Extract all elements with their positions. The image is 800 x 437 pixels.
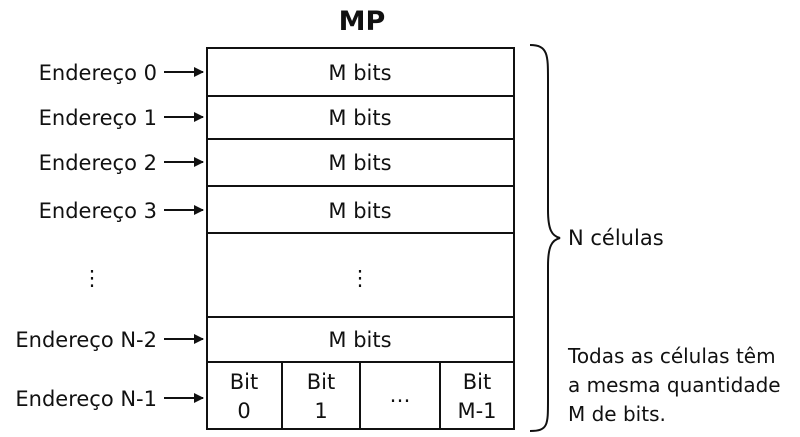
cell-label-3: M bits: [328, 199, 391, 223]
address-label-n-1: Endereço N-1: [15, 387, 157, 411]
address-label-2: Endereço 2: [39, 151, 157, 175]
bit-1-line2: 1: [314, 399, 327, 423]
address-label-0: Endereço 0: [39, 61, 157, 85]
address-label-3: Endereço 3: [39, 199, 157, 223]
note-line-1: Todas as células têm: [567, 344, 776, 368]
cell-label-0: M bits: [328, 61, 391, 85]
brace-label: N células: [568, 226, 664, 250]
bit-m-1-line2: M-1: [457, 399, 496, 423]
bit-0-line1: Bit: [230, 370, 258, 394]
note-line-2: a mesma quantidade: [568, 373, 781, 397]
bit-dividers: [281, 362, 441, 429]
cell-label-n-2: M bits: [328, 328, 391, 352]
address-label-1: Endereço 1: [39, 106, 157, 130]
cell-label-1: M bits: [328, 106, 391, 130]
row-dividers: [207, 95, 514, 363]
note-line-3: M de bits.: [568, 402, 666, 426]
bit-0-line2: 0: [237, 399, 250, 423]
curly-brace: [529, 44, 561, 432]
cell-label-2: M bits: [328, 151, 391, 175]
address-label-n-2: Endereço N-2: [15, 328, 157, 352]
bit-ellipsis: …: [390, 383, 411, 407]
bit-1-line1: Bit: [307, 370, 335, 394]
bit-m-1-line1: Bit: [463, 370, 491, 394]
cell-ellipsis: ⋮: [350, 266, 371, 290]
address-arrows: [164, 67, 204, 403]
diagram-title: MP: [339, 6, 386, 37]
address-ellipsis: ⋮: [82, 266, 103, 290]
